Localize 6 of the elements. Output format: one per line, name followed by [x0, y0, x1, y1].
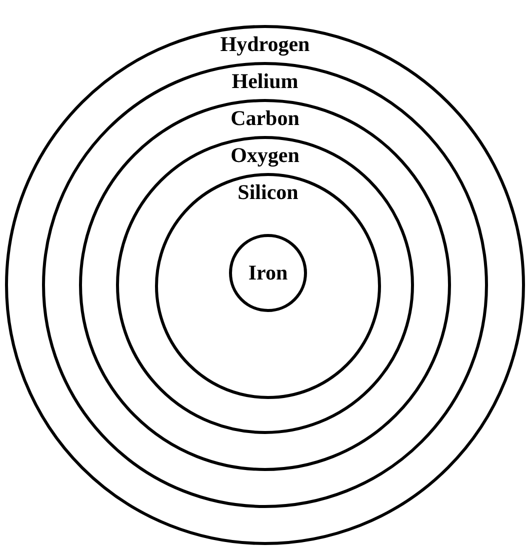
layer-label: Oxygen — [230, 143, 300, 168]
layer-label: Helium — [232, 69, 298, 94]
layer-label: Silicon — [238, 180, 298, 205]
layer-label: Iron — [248, 260, 288, 286]
layer-label: Hydrogen — [220, 32, 310, 57]
layer-label: Carbon — [230, 106, 300, 131]
